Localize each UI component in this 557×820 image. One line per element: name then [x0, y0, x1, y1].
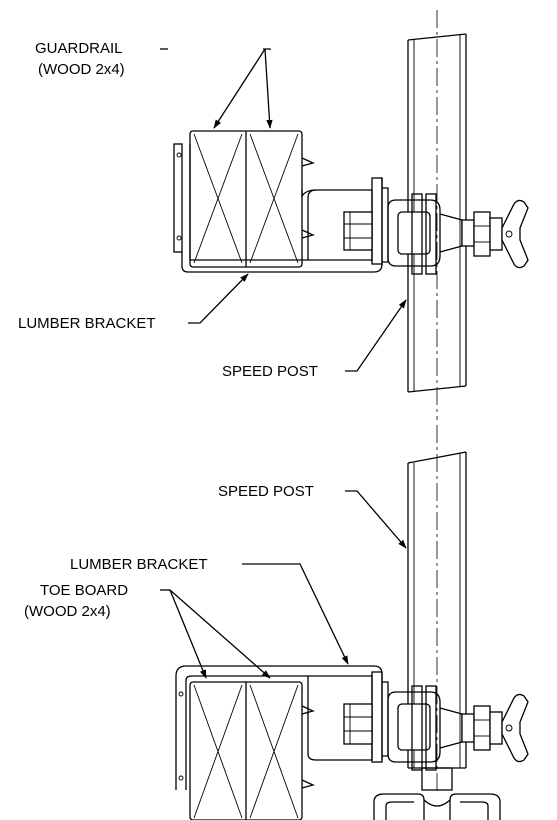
label-speed-post-bottom: SPEED POST	[218, 483, 314, 500]
leader-speed-post-bottom	[345, 490, 407, 549]
leader-lumber-bracket-bottom	[242, 563, 349, 665]
guardrail-boards	[189, 130, 315, 268]
label-toe-board-line2: (WOOD 2x4)	[24, 603, 111, 620]
post-clamp-bottom	[387, 685, 529, 771]
leader-toe-board-1	[169, 589, 207, 679]
lumber-bracket-top	[173, 143, 389, 273]
label-guardrail-line1: GUARDRAIL	[35, 40, 123, 57]
hex-nut-top	[343, 211, 373, 251]
lumber-bracket-bottom	[175, 665, 389, 790]
post-clamp-top	[387, 193, 529, 275]
leader-speed-post-top	[345, 299, 407, 372]
label-guardrail-line2: (WOOD 2x4)	[38, 61, 125, 78]
label-speed-post-top: SPEED POST	[222, 363, 318, 380]
label-toe-board-line1: TOE BOARD	[40, 582, 128, 599]
label-lumber-bracket-top: LUMBER BRACKET	[18, 315, 156, 332]
leader-toe-board-2	[169, 589, 271, 679]
top-assembly: GUARDRAIL (WOOD 2x4) LUMBER BRACKET SPEE…	[18, 10, 529, 420]
leader-guardrail-1	[213, 48, 266, 129]
label-lumber-bracket-bottom: LUMBER BRACKET	[70, 556, 208, 573]
leader-lumber-bracket-top	[188, 273, 249, 324]
bottom-assembly: SPEED POST LUMBER BRACKET TOE BOARD (WOO…	[24, 425, 529, 820]
hex-nut-bottom	[343, 703, 373, 745]
leader-guardrail-2	[264, 48, 273, 129]
toe-boards	[189, 681, 315, 820]
